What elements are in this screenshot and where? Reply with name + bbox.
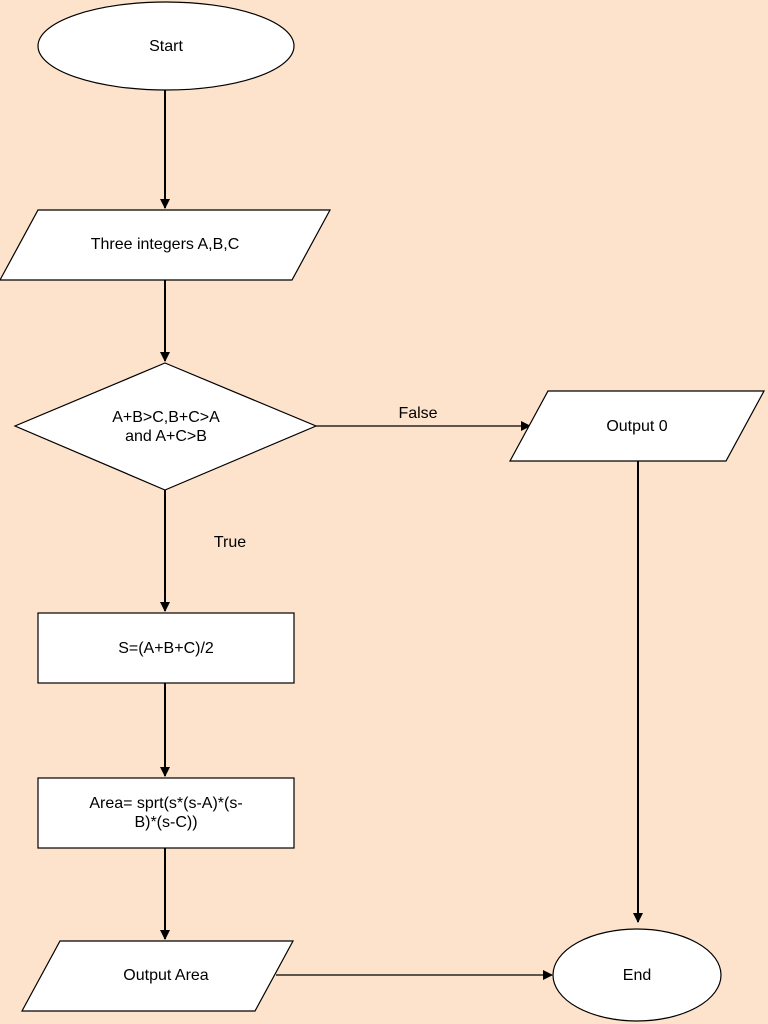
compute-area-label-line1: Area= sprt(s*(s-A)*(s- xyxy=(89,795,242,812)
output-zero-label: Output 0 xyxy=(606,418,667,435)
decision-label-line1: A+B>C,B+C>A xyxy=(112,409,220,426)
false-edge-label: False xyxy=(398,405,437,422)
end-node: End xyxy=(552,928,722,1022)
end-label: End xyxy=(623,967,651,984)
start-label: Start xyxy=(149,38,183,55)
output-zero-node: Output 0 xyxy=(508,390,766,462)
decision-label-line2: and A+C>B xyxy=(125,428,207,445)
compute-area-node: Area= sprt(s*(s-A)*(s- B)*(s-C)) xyxy=(37,777,295,849)
input-label: Three integers A,B,C xyxy=(91,236,240,253)
input-node: Three integers A,B,C xyxy=(0,209,332,281)
start-node: Start xyxy=(37,1,295,91)
compute-area-label-line2: B)*(s-C)) xyxy=(134,814,197,831)
output-area-node: Output Area xyxy=(20,940,295,1012)
compute-s-node: S=(A+B+C)/2 xyxy=(37,612,295,684)
true-edge-label: True xyxy=(214,534,246,551)
decision-node: A+B>C,B+C>A and A+C>B xyxy=(13,362,318,491)
compute-s-label: S=(A+B+C)/2 xyxy=(118,640,214,657)
output-area-label: Output Area xyxy=(123,967,208,984)
